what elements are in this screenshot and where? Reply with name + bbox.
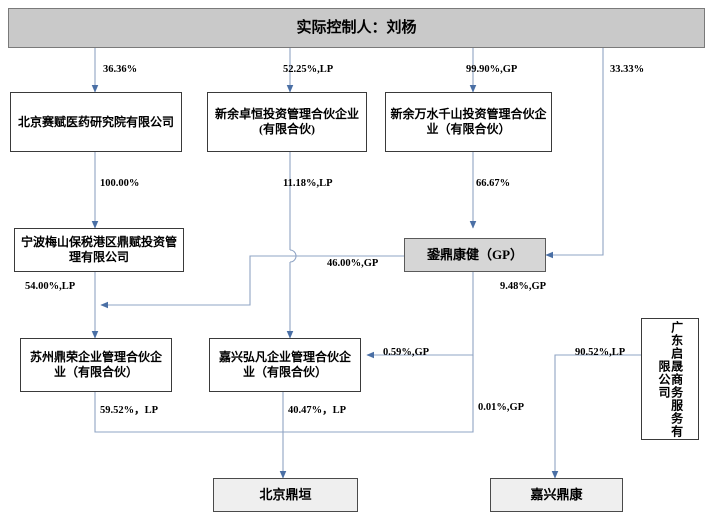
node-guangdong-qisheng[interactable]: 广东启晟商务服务有限公司 (641, 318, 699, 440)
edge-label-46-00-gp: 46.00%,GP (327, 258, 379, 269)
edge-label-99-90-gp: 99.90%,GP (466, 64, 518, 75)
edge-label-33-33: 33.33% (610, 64, 645, 75)
edge-label-0-01-gp: 0.01%,GP (478, 402, 525, 413)
edge-qiongding-beijingdy-001 (283, 355, 474, 433)
edge-label-54-00-lp: 54.00%,LP (25, 281, 76, 292)
node-jiaxing-hongfan[interactable]: 嘉兴弘凡企业管理合伙企业（有限合伙） (209, 338, 361, 392)
node-root[interactable]: 实际控制人：刘杨 (8, 8, 705, 48)
edge-label-90-52-lp: 90.52%,LP (575, 347, 626, 358)
node-jiaxing-hongfan-label: 嘉兴弘凡企业管理合伙企业（有限合伙） (218, 350, 351, 379)
node-root-label: 实际控制人：刘杨 (296, 19, 417, 36)
node-qiongding-gp[interactable]: 銎鼎康健（GP） (404, 238, 546, 272)
edge-label-0-59-gp: 0.59%,GP (383, 347, 430, 358)
edge-label-11-18-lp: 11.18%,LP (283, 178, 333, 189)
node-jiaxing-dingkang-label: 嘉兴鼎康 (530, 487, 583, 503)
edge-qiongding-suzhou-46 (100, 255, 404, 309)
node-ningbo-label: 宁波梅山保税港区鼎赋投资管理有限公司 (20, 235, 177, 264)
edge-label-36-36: 36.36% (103, 64, 138, 75)
edge-label-9-48-gp: 9.48%,GP (500, 281, 547, 292)
node-beijing-dingyuan[interactable]: 北京鼎垣 (213, 478, 358, 512)
node-guangdong-qisheng-label: 广东启晟商务服务有限公司 (657, 320, 684, 438)
node-qiongding-gp-label: 銎鼎康健（GP） (426, 247, 524, 263)
edge-suzhou-beijingdy (94, 392, 283, 433)
node-suzhou[interactable]: 苏州鼎荣企业管理合伙企业（有限合伙） (20, 338, 172, 392)
node-zhuoheng[interactable]: 新余卓恒投资管理合伙企业(有限合伙) (207, 92, 367, 152)
node-wanshui[interactable]: 新余万水千山投资管理合伙企业（有限合伙） (385, 92, 552, 152)
edge-guangdong-jiaxingdk (551, 354, 642, 479)
node-beijing-dingyuan-label: 北京鼎垣 (259, 487, 312, 503)
edge-label-66-67: 66.67% (476, 178, 511, 189)
edge-label-59-52-lp: 59.52%，LP (100, 405, 159, 416)
edge-root-qiongding (545, 48, 604, 259)
node-ningbo[interactable]: 宁波梅山保税港区鼎赋投资管理有限公司 (14, 228, 184, 272)
edge-label-100-00: 100.00% (100, 178, 140, 189)
node-suzhou-label: 苏州鼎荣企业管理合伙企业（有限合伙） (29, 350, 162, 379)
node-jiaxing-dingkang[interactable]: 嘉兴鼎康 (490, 478, 623, 512)
edge-label-40-47-lp: 40.47%，LP (288, 405, 347, 416)
node-saifu-label: 北京赛赋医药研究院有限公司 (17, 114, 174, 129)
edge-qiongding-jiaxinghf-059 (366, 272, 474, 359)
node-zhuoheng-label: 新余卓恒投资管理合伙企业(有限合伙) (214, 107, 359, 136)
edge-label-52-25-lp: 52.25%,LP (283, 64, 334, 75)
node-wanshui-label: 新余万水千山投资管理合伙企业（有限合伙） (390, 107, 547, 136)
node-saifu[interactable]: 北京赛赋医药研究院有限公司 (10, 92, 182, 152)
